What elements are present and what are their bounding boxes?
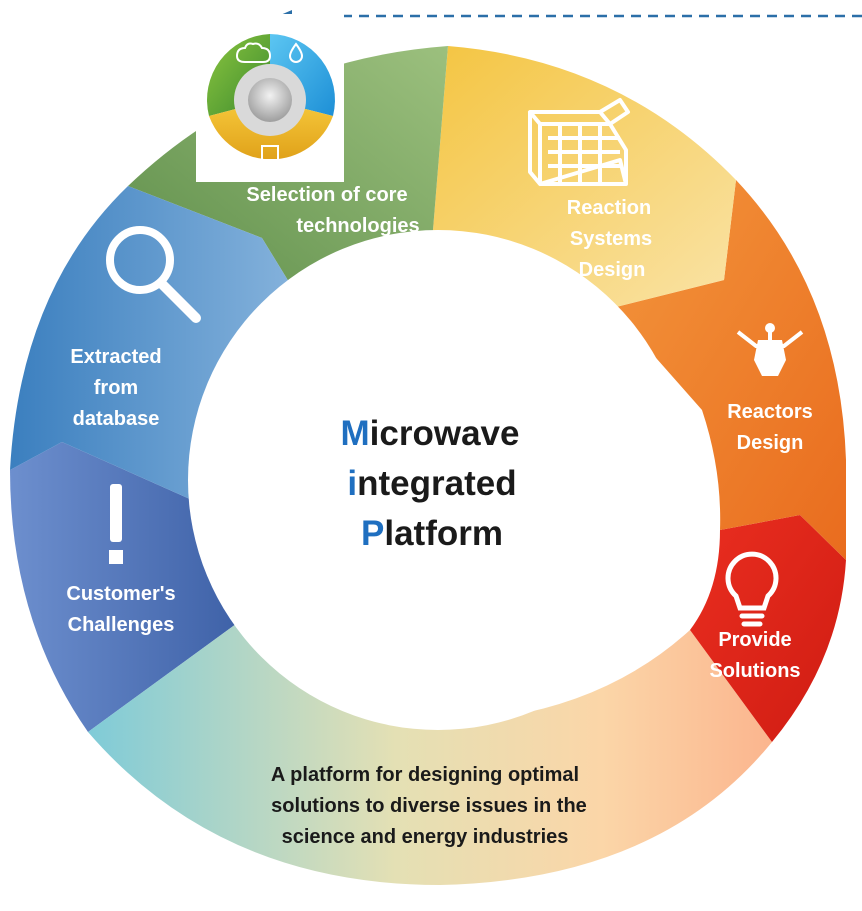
center-circle bbox=[188, 230, 688, 730]
svg-text:technologies: technologies bbox=[296, 215, 419, 237]
reaction-frame-icon bbox=[528, 98, 630, 186]
svg-text:Provide: Provide bbox=[718, 629, 791, 651]
svg-text:Selection of core: Selection of core bbox=[246, 184, 407, 206]
svg-text:solutions to diverse issues in: solutions to diverse issues in the bbox=[271, 795, 587, 817]
center-title: Microwave integrated Platform bbox=[341, 414, 520, 553]
label-core-technologies: Selection of core technologies bbox=[246, 184, 419, 237]
svg-text:integrated: integrated bbox=[347, 464, 516, 503]
label-customer-challenges: Customer's Challenges bbox=[66, 583, 175, 636]
svg-text:Platform: Platform bbox=[361, 514, 503, 553]
label-reaction-systems: Reaction Systems Design bbox=[567, 197, 652, 281]
svg-text:Reaction: Reaction bbox=[567, 197, 651, 219]
svg-text:database: database bbox=[73, 408, 160, 430]
svg-text:Microwave: Microwave bbox=[341, 414, 520, 453]
connector-arrow bbox=[278, 10, 862, 22]
svg-text:Solutions: Solutions bbox=[709, 660, 800, 682]
svg-text:from: from bbox=[94, 377, 138, 399]
segment-bottom-platform bbox=[88, 624, 772, 885]
svg-text:Design: Design bbox=[737, 432, 804, 454]
exclamation-icon bbox=[109, 484, 123, 564]
svg-text:science and energy industries: science and energy industries bbox=[282, 826, 569, 848]
svg-text:Challenges: Challenges bbox=[68, 614, 175, 636]
magnifier-icon bbox=[106, 226, 201, 323]
svg-text:Reactors: Reactors bbox=[727, 401, 813, 423]
svg-text:Systems: Systems bbox=[570, 228, 652, 250]
svg-text:Extracted: Extracted bbox=[70, 346, 161, 368]
label-provide-solutions: Provide Solutions bbox=[709, 629, 800, 682]
svg-text:Customer's: Customer's bbox=[66, 583, 175, 605]
svg-text:A platform for designing optim: A platform for designing optimal bbox=[271, 764, 579, 786]
tech-wheel-icon bbox=[196, 14, 344, 182]
reactor-valve-icon bbox=[736, 323, 804, 376]
label-reactors-design: Reactors Design bbox=[727, 401, 813, 454]
lightbulb-icon bbox=[725, 551, 779, 627]
label-extracted-database: Extracted from database bbox=[70, 346, 161, 430]
segment-customer-challenges bbox=[10, 442, 236, 732]
segment-reactors-design bbox=[612, 180, 846, 560]
label-bottom-platform: A platform for designing optimal solutio… bbox=[271, 764, 587, 848]
svg-text:Design: Design bbox=[579, 259, 646, 281]
